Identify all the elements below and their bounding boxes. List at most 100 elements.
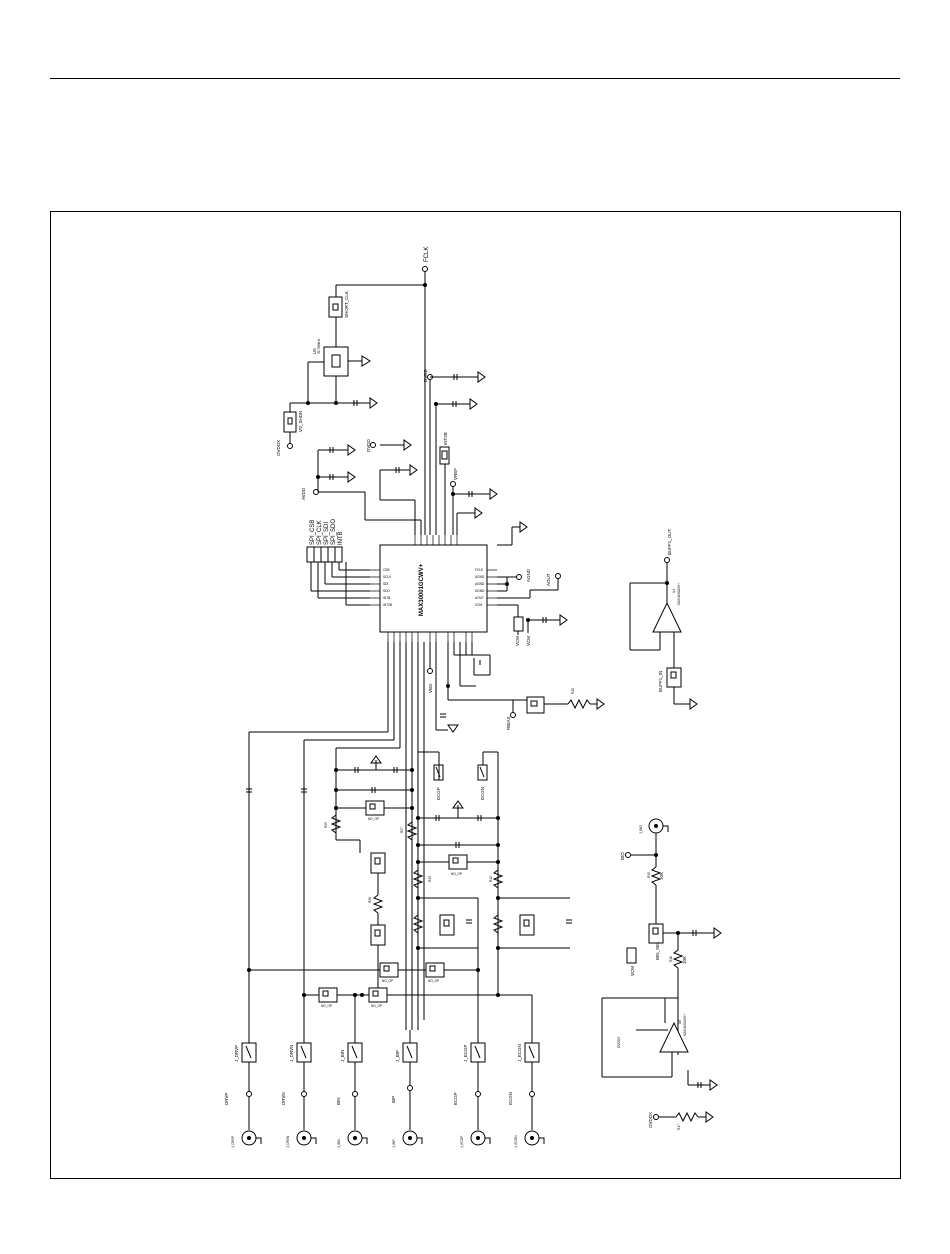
- conn-bin-net: BIN: [336, 1097, 341, 1105]
- int2b-label: INT2B: [443, 432, 448, 445]
- vcm-label-ic: VCM: [515, 636, 520, 646]
- r16-value: 10K: [682, 956, 687, 964]
- ic-pin-vcm: VCM: [475, 603, 482, 607]
- connector-ecgn: J_ECGN ECGN J_ECGN: [508, 1042, 545, 1148]
- spi-label-sdi: SPI_SDI: [324, 522, 330, 545]
- rbias-label: RBIAS: [506, 716, 511, 730]
- r17-ref: R17: [677, 1124, 681, 1130]
- ic-pin-fclk: FCLK: [475, 568, 484, 572]
- r12-ref: R12: [489, 876, 493, 882]
- conn-drvp-net: DRVP: [224, 1093, 229, 1105]
- jumper-val-5: NO_OP: [321, 1004, 332, 1008]
- bio-label: BIO: [620, 852, 625, 860]
- conn-drvn-net: DRVN: [281, 1092, 286, 1105]
- connector-drvn: J_DRVN DRVN J_DRVN: [281, 1042, 317, 1148]
- spi-label-clk: SPI_CLK: [317, 520, 323, 545]
- conn-ecgp-net: ECGP: [453, 1092, 458, 1105]
- ic-bottom-side: VBG RBIAS R10: [427, 642, 605, 733]
- avdd-label: AVDD: [301, 487, 306, 500]
- jumper-val-6: NO_OP: [371, 1004, 382, 1008]
- connector-row: J_DRVP DRVP J_DRVP J_DRVN DRVN J_DRVN J_…: [224, 1042, 545, 1148]
- buff-in-label: BUFF1_IN: [658, 671, 663, 692]
- r27-ref: R27: [400, 827, 404, 833]
- conn-ecgp-jack: J_ECGP: [460, 1136, 464, 1148]
- osc-ref: U5: [312, 348, 317, 354]
- ic-pin-sdo: SDO: [383, 589, 390, 593]
- conn-ecgn-net: ECGN: [508, 1092, 513, 1105]
- conn-ecgp-ref: J_ECGP: [463, 1044, 468, 1062]
- main-ic: MAX30001GCWV+ CSB SCLK SDI SDO INTB INT2…: [370, 535, 497, 642]
- u4-part: MAX4490AXK+: [677, 583, 681, 605]
- conn-ecgn-ref: J_ECGN: [517, 1044, 522, 1062]
- ic-pin-sclk: SCLK: [383, 575, 392, 579]
- u6-ref: U6: [678, 1020, 682, 1024]
- conn-bip-jack: J_BIP: [392, 1139, 396, 1148]
- ovddx-label-bottom: OVDDX: [648, 1112, 653, 1128]
- ic-pin-csb: CSB: [383, 568, 390, 572]
- conn-drvp-ref: J_DRVP: [234, 1045, 239, 1062]
- spi-bus: SPI_CSB SPI_CLK SPI_SDI SPI_SDO INTB: [306, 519, 370, 606]
- ecgp-label-mid: ECGP: [436, 787, 441, 800]
- r15-ref: R15: [647, 872, 651, 878]
- r25-ref: R25: [324, 822, 328, 828]
- bio-jack: J_BIO: [639, 825, 643, 834]
- spi-label-sdo: SPI_SDO: [331, 519, 337, 545]
- ovddx-label-u6: OVDDX: [617, 1036, 621, 1048]
- r10-ref: R10: [571, 688, 575, 694]
- ic-pin-intb: INTB: [383, 596, 390, 600]
- ovddx-label-top: OVDDX: [276, 440, 281, 456]
- fclk-net: FCLK SHORT_CLK U5 32.768kHz VS_SHDN OVDD…: [276, 247, 430, 535]
- supply-decoupling: DVDD DVDD AVDD: [301, 368, 528, 546]
- r15-value: 10K: [659, 872, 664, 880]
- agnd-label: AGND: [526, 568, 531, 582]
- ic-pin-agnd-1: AGND: [475, 575, 485, 579]
- spi-label-intb: INTB: [338, 531, 344, 545]
- vref-label: VREF: [453, 468, 458, 480]
- connector-bin: J_BIN BIN J_BIN: [336, 1042, 368, 1148]
- conn-drvn-ref: J_DRVN: [289, 1045, 294, 1062]
- conn-bin-jack: J_BIN: [337, 1139, 341, 1148]
- dvdd-label-top: DVDD: [423, 368, 428, 382]
- jumper-val-2: NO_OP: [451, 872, 462, 876]
- header-rule: [50, 78, 900, 79]
- ic-pin-dgnd: DGND: [475, 589, 485, 593]
- conn-bin-ref: J_BIN: [340, 1050, 345, 1062]
- ic-pin-agnd-2: AGND: [475, 582, 485, 586]
- ic-pin-aout: AOUT: [475, 596, 484, 600]
- vbg-label: VBG: [428, 683, 433, 693]
- conn-ecgn-jack: J_ECGN: [514, 1135, 518, 1148]
- conn-bip-net: BIP: [391, 1096, 396, 1103]
- r26-ref: R26: [368, 897, 372, 903]
- dvdd-label-mid: DVDD: [366, 438, 371, 452]
- schematic-frame: [50, 211, 901, 1179]
- u4-ref: U4: [672, 589, 676, 593]
- osc-freq: 32.768kHz: [317, 338, 321, 354]
- r16-ref: R16: [669, 956, 673, 962]
- jumper-val-3: NO_OP: [382, 979, 393, 983]
- vs-shdn-label: VS_SHDN: [298, 411, 303, 432]
- bio-section: J_BIO BIO R15 10K BIN_SEL VCM R16 10K U6…: [601, 818, 722, 1130]
- ic-part-label: MAX30001GCWV+: [419, 563, 425, 616]
- conn-bip-ref: J_BIP: [395, 1050, 400, 1062]
- vcm-label-ic2: VCM: [526, 636, 531, 646]
- ic-pin-int2b: INT2B: [383, 603, 392, 607]
- jumper-val-1: NO_OP: [368, 817, 379, 821]
- ic-right-side: AGND AOUT VCM VCM: [497, 568, 568, 646]
- connector-ecgp: J_ECGP ECGP J_ECGP: [453, 1042, 491, 1148]
- u6-part: MAX4490AXK+: [683, 1014, 687, 1036]
- buff-out-label: BUFF1_OUT: [667, 528, 672, 555]
- connector-bip: J_BIP BIP J_BIP: [391, 1042, 423, 1148]
- buffer-u4: BUFF1_OUT U4 MAX4490AXK+ BUFF1_IN: [629, 528, 698, 710]
- bin-sel-label: BIN_SEL: [655, 941, 660, 960]
- connector-drvp: J_DRVP DRVP J_DRVP: [224, 1042, 262, 1148]
- ic-pin-sdi: SDI: [383, 582, 388, 586]
- analog-front-network: NO_OP R25 R26 ECGP ECGN: [246, 642, 572, 1045]
- vcm-label-bio: VCM: [630, 966, 635, 976]
- r13-ref: R13: [428, 876, 432, 882]
- fclk-label: FCLK: [424, 247, 430, 262]
- conn-drvn-jack: J_DRVN: [286, 1135, 290, 1148]
- conn-drvp-jack: J_DRVP: [231, 1136, 235, 1148]
- aout-label: AOUT: [546, 573, 551, 586]
- spi-label-csb: SPI_CSB: [310, 520, 316, 545]
